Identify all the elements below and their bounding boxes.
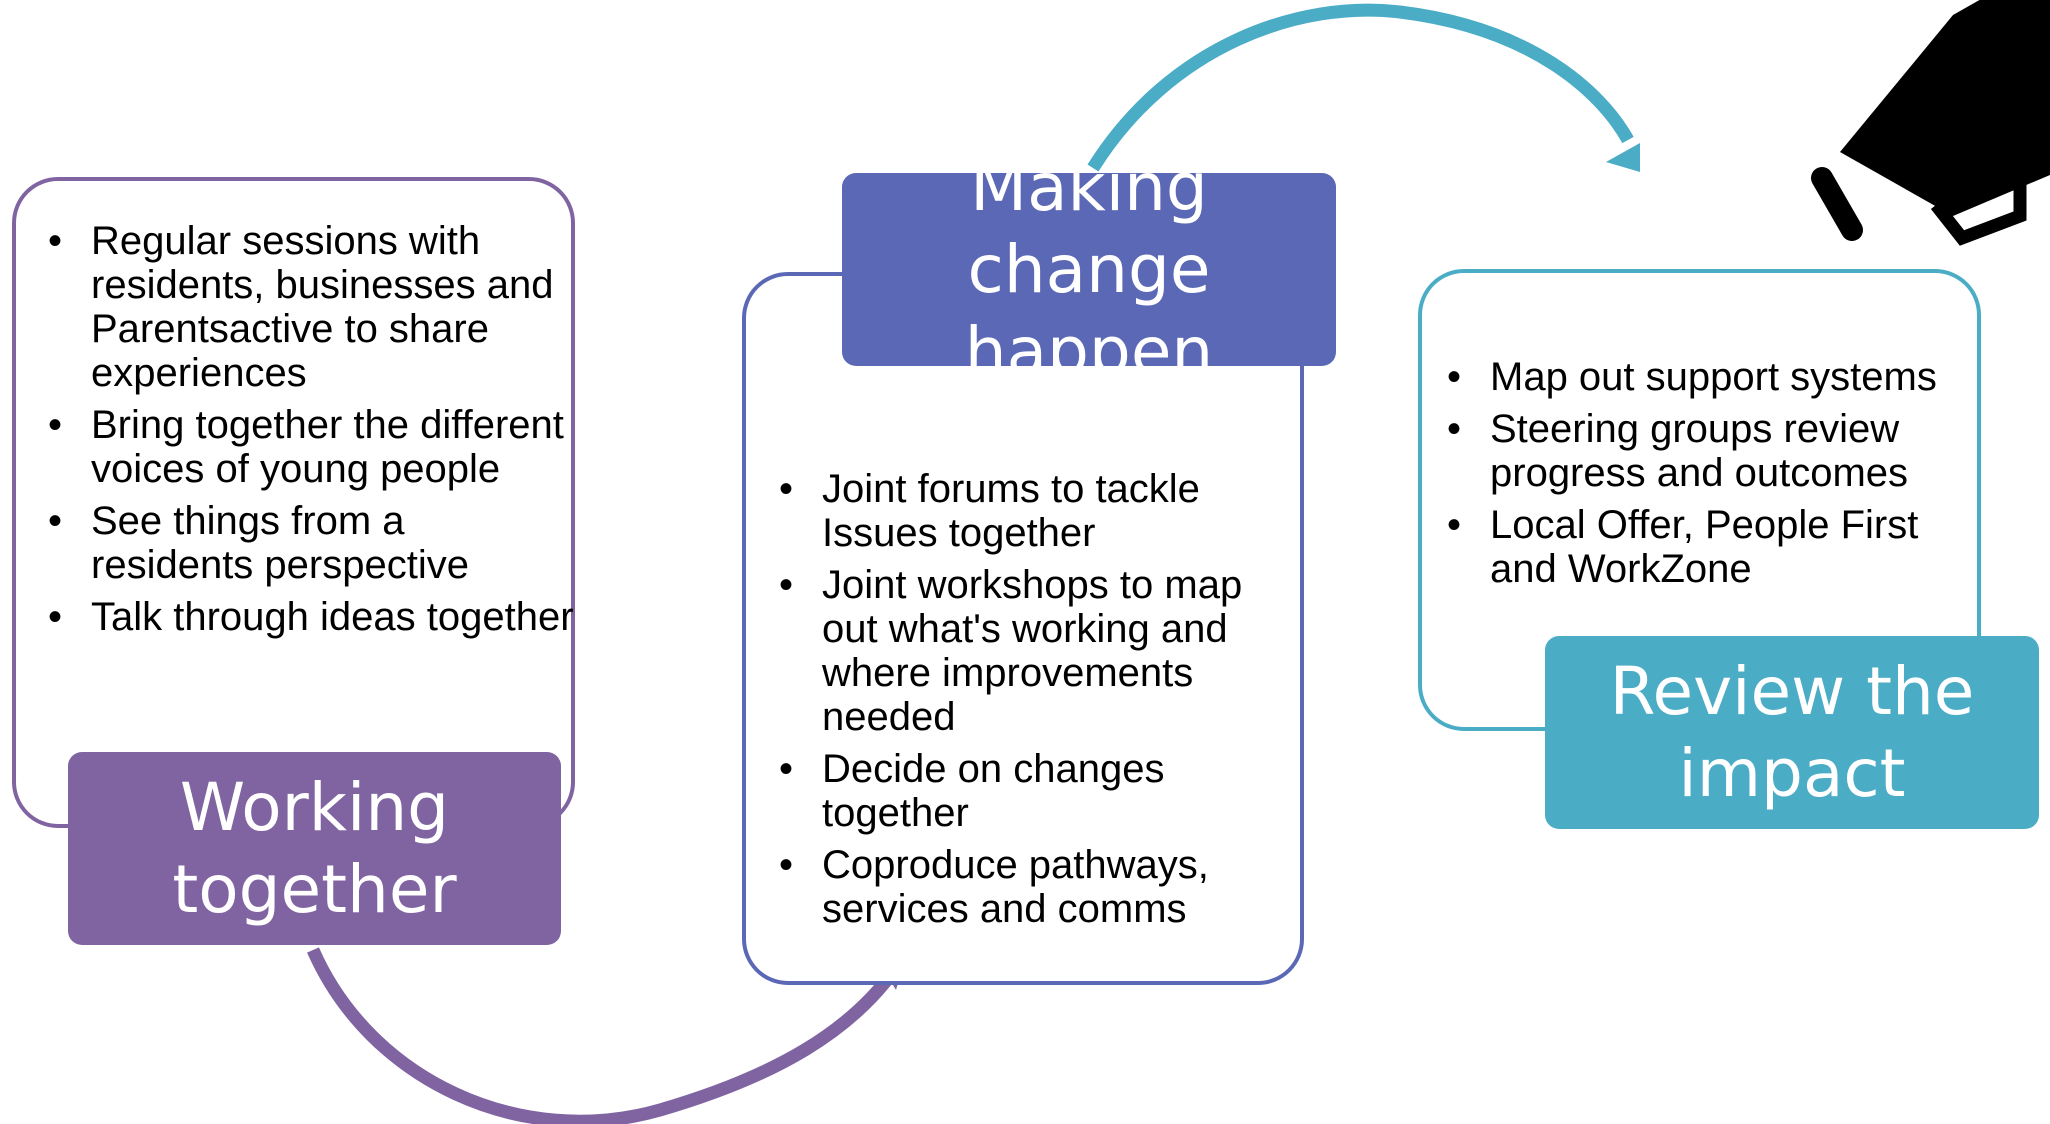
arrow-head-teal-icon — [1606, 143, 1640, 172]
list-item: Talk through ideas together — [48, 595, 574, 639]
making-change-title: Making change happen — [842, 149, 1336, 390]
list-item: Decide on changes together — [779, 747, 1305, 835]
list-item: Joint forums to tackle Issues together — [779, 467, 1305, 555]
list-item: Local Offer, People First and WorkZone — [1447, 503, 1988, 591]
review-impact-bullets: Map out support systems Steering groups … — [1413, 355, 1988, 599]
working-together-title-text: Working together — [172, 768, 457, 928]
review-impact-title: Review the impact — [1545, 636, 2039, 829]
review-impact-title-text: Review the impact — [1609, 652, 1975, 812]
arrow-working-to-making — [307, 947, 899, 1124]
arrow-making-to-review — [1087, 3, 1634, 172]
list-item: Steering groups review progress and outc… — [1447, 407, 1988, 495]
list-item: See things from a residents perspective — [48, 499, 574, 587]
megaphone-icon — [1811, 0, 2050, 246]
list-item: Bring together the different voices of y… — [48, 403, 574, 491]
list-item: Regular sessions with residents, busines… — [48, 219, 574, 395]
list-item: Joint workshops to map out what's workin… — [779, 563, 1305, 739]
making-change-title-text: Making change happen — [964, 148, 1214, 390]
list-item: Map out support systems — [1447, 355, 1988, 399]
list-item: Coproduce pathways, services and comms — [779, 843, 1305, 931]
making-change-bullets: Joint forums to tackle Issues together J… — [745, 467, 1305, 939]
working-together-bullets: Regular sessions with residents, busines… — [14, 219, 574, 647]
working-together-title: Working together — [68, 752, 561, 945]
